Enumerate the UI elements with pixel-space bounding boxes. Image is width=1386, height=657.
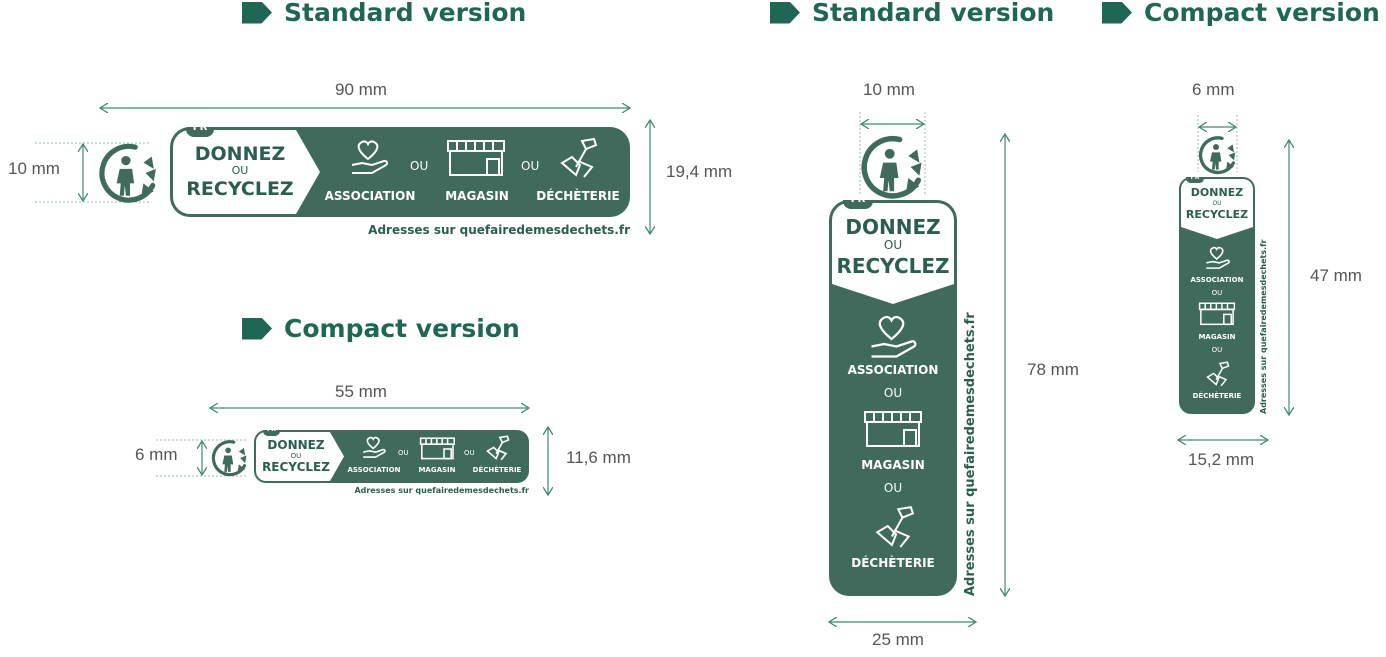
- triman-logo: [860, 134, 926, 200]
- dim-sh-height: 19,4 mm: [666, 162, 733, 181]
- url-text-vertical: Adresses sur quefairedemesdechets.fr: [963, 312, 978, 596]
- heading-text: Standard version: [812, 0, 1055, 27]
- label-shape: [170, 127, 630, 217]
- dim-sh-logo: 10 mm: [8, 159, 60, 178]
- heading-text: Compact version: [284, 314, 520, 343]
- tag-icon: [242, 317, 272, 340]
- recyclez-text: RECYCLEZ: [262, 460, 330, 474]
- dim-ch-logo: 6 mm: [135, 445, 178, 464]
- association-text: ASSOCIATION: [347, 466, 401, 474]
- ou-text: OU: [521, 159, 540, 173]
- ou-text: OU: [1212, 200, 1222, 207]
- decheterie-text: DÉCHÈTERIE: [1192, 392, 1242, 400]
- dim-sv-height: 78 mm: [1027, 360, 1079, 379]
- ou-text: OU: [883, 238, 903, 252]
- donnez-text: DONNEZ: [845, 215, 941, 239]
- ou-text: OU: [290, 452, 302, 460]
- url-text: Adresses sur quefairedemesdechets.fr: [354, 486, 529, 495]
- compact-horizontal-heading: Compact version: [242, 314, 520, 343]
- standard-vertical-heading: Standard version: [770, 0, 1054, 27]
- magasin-text: MAGASIN: [445, 189, 509, 203]
- magasin-text: MAGASIN: [418, 466, 456, 474]
- ou-text: OU: [1211, 346, 1223, 354]
- dim-cv-logo: 6 mm: [1192, 80, 1235, 99]
- triman-logo: [211, 439, 249, 477]
- label-shape: [254, 430, 529, 483]
- triman-logo: [98, 142, 160, 204]
- donnez-text: DONNEZ: [194, 143, 286, 165]
- standard-horizontal-heading: Standard version: [242, 0, 526, 27]
- triman-icon: [99, 143, 156, 203]
- recyclez-text: RECYCLEZ: [836, 254, 950, 278]
- heading-text: Compact version: [1144, 0, 1380, 27]
- fr-badge: FR: [192, 122, 208, 133]
- dim-sh-width: 90 mm: [335, 80, 387, 99]
- label-standard-vertical: FR DONNEZ OU RECYCLEZ ASSOCIATION OU MAG…: [829, 194, 957, 596]
- decheterie-text: DÉCHÈTERIE: [851, 556, 935, 570]
- tag-icon: [242, 1, 272, 24]
- donnez-text: DONNEZ: [1190, 186, 1244, 199]
- association-text: ASSOCIATION: [847, 363, 939, 377]
- label-shape: [829, 200, 957, 596]
- decheterie-text: DÉCHÈTERIE: [472, 466, 522, 474]
- tag-icon: [1102, 1, 1132, 24]
- dim-ch-height: 11,6 mm: [566, 448, 631, 467]
- dim-cv-width: 15,2 mm: [1188, 450, 1255, 469]
- ou-text: OU: [883, 386, 903, 400]
- triman-icon: [211, 440, 247, 477]
- fr-badge: FR: [850, 194, 866, 205]
- ou-text: OU: [883, 481, 903, 495]
- label-compact-horizontal: FR DONNEZ OU RECYCLEZ ASSOCIATION OU MAG…: [254, 426, 529, 483]
- heading-text: Standard version: [284, 0, 527, 27]
- triman-icon: [861, 135, 922, 199]
- decheterie-text: DÉCHÈTERIE: [536, 189, 620, 203]
- donnez-text: DONNEZ: [267, 438, 325, 452]
- url-text: Adresses sur quefairedemesdechets.fr: [368, 223, 630, 237]
- association-text: ASSOCIATION: [324, 189, 416, 203]
- label-standard-horizontal: FR DONNEZ OU RECYCLEZ ASSOCIATION OU MAG…: [170, 122, 630, 217]
- triman-logo: [1198, 135, 1238, 175]
- recyclez-text: RECYCLEZ: [186, 178, 294, 200]
- recyclez-text: RECYCLEZ: [1185, 208, 1249, 221]
- dim-sv-logo: 10 mm: [863, 80, 915, 99]
- association-text: ASSOCIATION: [1190, 276, 1244, 284]
- ou-text: OU: [410, 159, 429, 173]
- ou-text: OU: [231, 164, 249, 177]
- fr-badge: FR: [1190, 174, 1200, 181]
- magasin-text: MAGASIN: [1198, 333, 1236, 341]
- ou-text: OU: [398, 449, 409, 457]
- dim-sv-width: 25 mm: [872, 630, 924, 649]
- label-compact-vertical: FR DONNEZ OU RECYCLEZ ASSOCIATION OU MAG…: [1179, 174, 1255, 414]
- dim-cv-height: 47 mm: [1310, 266, 1362, 285]
- url-text-vertical: Adresses sur quefairedemesdechets.fr: [1259, 239, 1268, 414]
- fr-badge: FR: [267, 426, 276, 433]
- magasin-text: MAGASIN: [861, 458, 925, 472]
- triman-icon: [1198, 136, 1236, 175]
- tag-icon: [770, 1, 800, 24]
- compact-vertical-heading: Compact version: [1102, 0, 1380, 27]
- label-shape: [1179, 177, 1255, 414]
- ou-text: OU: [464, 449, 475, 457]
- ou-text: OU: [1211, 289, 1223, 297]
- dim-ch-width: 55 mm: [335, 382, 387, 401]
